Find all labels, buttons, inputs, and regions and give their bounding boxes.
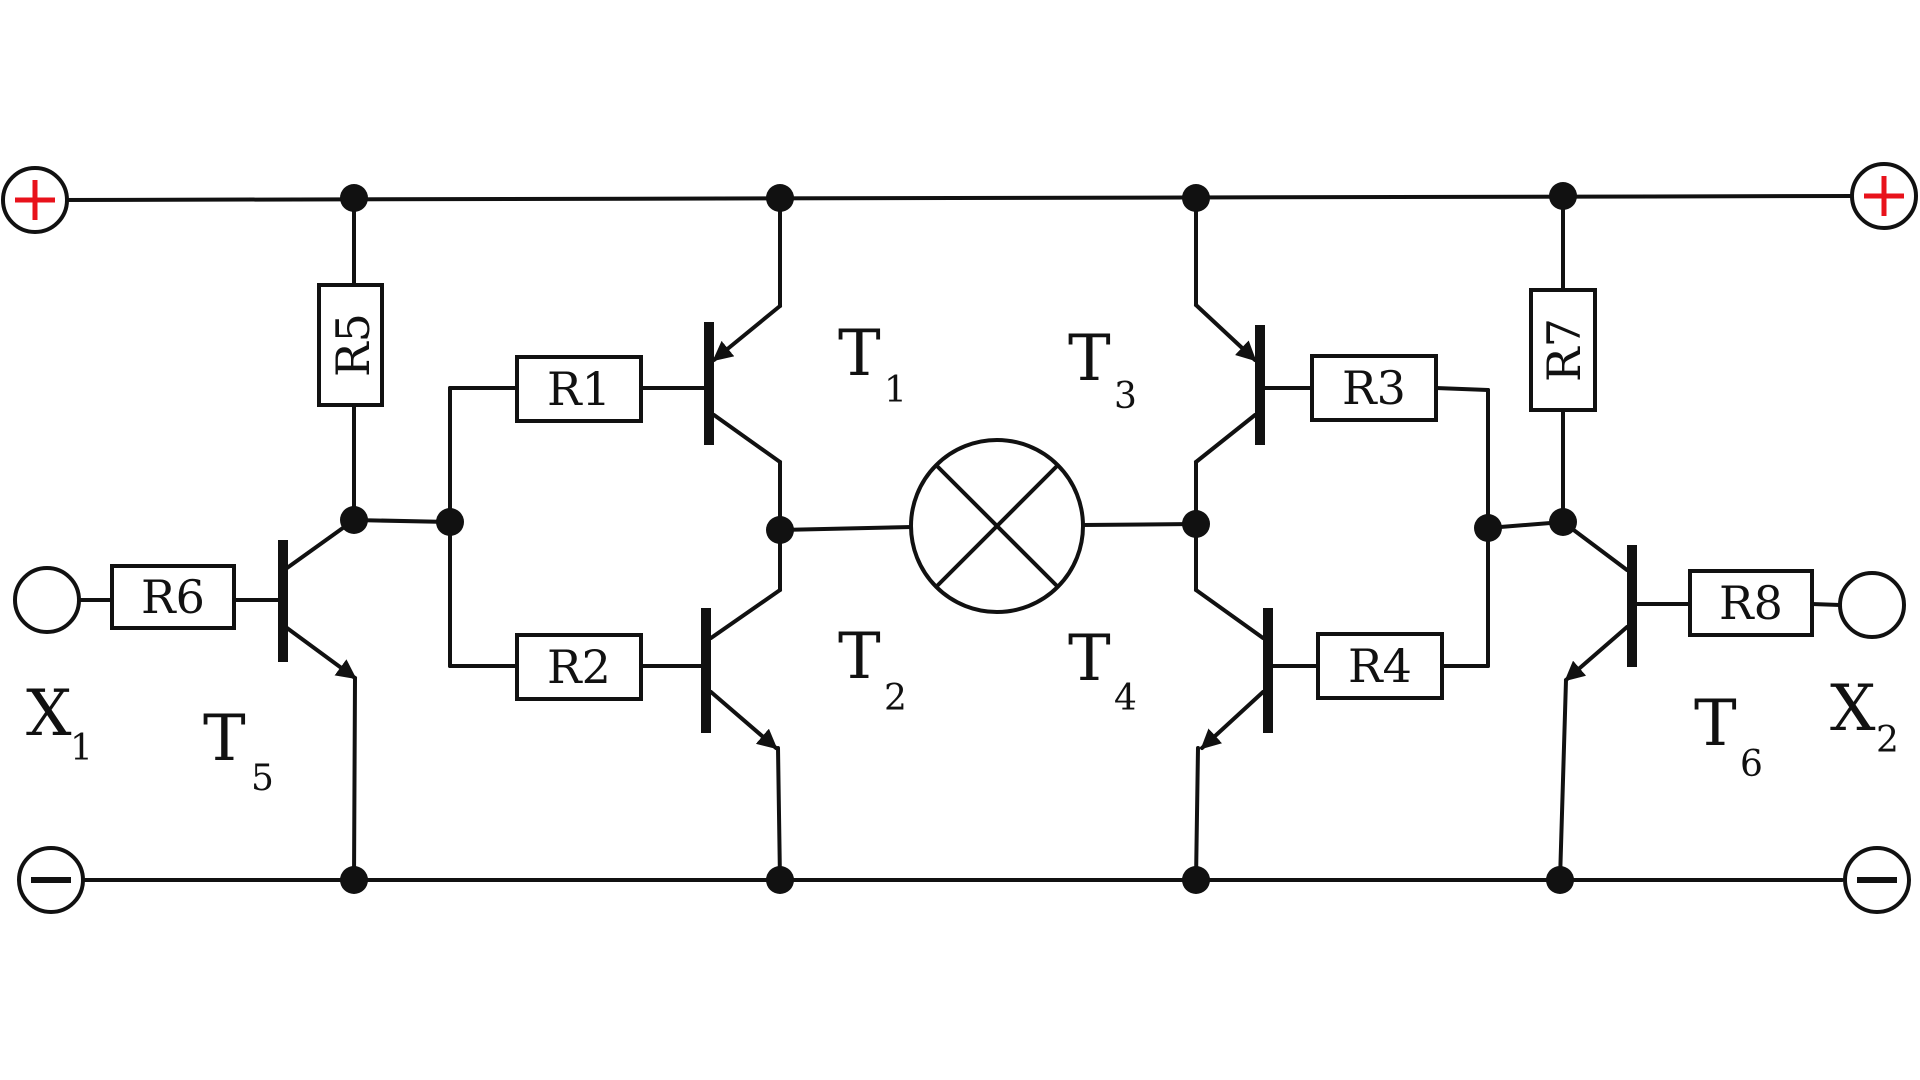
t6-emitter — [1564, 625, 1629, 682]
resistor-r2-label: R2 — [547, 640, 611, 694]
t2-emitter-wire — [776, 746, 782, 882]
resistor-r8 — [1688, 569, 1814, 637]
plus-terminal-left-icon — [1, 166, 69, 234]
t4-label: T — [1068, 622, 1111, 696]
lamp-icon — [909, 438, 1085, 614]
resistor-r7 — [1529, 288, 1597, 412]
x1-label-index: 1 — [70, 728, 93, 769]
input-terminal-x1 — [13, 566, 81, 634]
resistor-r2 — [515, 633, 643, 701]
t2-collector — [709, 588, 782, 640]
t5-label: T — [203, 702, 246, 776]
lamp-right-wire — [1081, 522, 1198, 527]
t2-emitter — [709, 690, 778, 750]
resistor-r6-label: R6 — [141, 570, 205, 624]
lamp-left-wire — [778, 525, 914, 532]
t3-collector — [1194, 413, 1257, 464]
resistor-r1 — [515, 355, 643, 423]
t5-label-index: 5 — [251, 758, 274, 799]
x1-label: X — [26, 677, 72, 751]
input-terminal-x2 — [1838, 571, 1906, 639]
resistor-r4-label: R4 — [1348, 639, 1412, 693]
t6-label: T — [1694, 687, 1737, 761]
junction-nodes — [340, 182, 1577, 894]
t1-label: T — [838, 317, 881, 391]
t2-label-index: 2 — [884, 678, 907, 719]
t5-emitter-wire — [352, 676, 357, 882]
minus-terminal-left-icon — [17, 846, 85, 914]
resistor-r1-label: R1 — [547, 362, 611, 416]
t4-collector — [1194, 588, 1265, 640]
resistor-r5 — [317, 283, 384, 407]
t2-label: T — [838, 620, 881, 694]
t3-emitter — [1194, 303, 1257, 362]
r3-right-wire — [1434, 386, 1490, 392]
x2-wire — [1810, 602, 1842, 607]
resistor-r6 — [110, 564, 236, 630]
positive-rail — [56, 194, 1857, 202]
t6-emitter-wire — [1558, 678, 1568, 882]
t4-emitter — [1200, 690, 1265, 750]
minus-terminal-right-icon — [1843, 846, 1911, 914]
t4-label-index: 4 — [1114, 678, 1137, 719]
resistor-r8-label: R8 — [1719, 576, 1783, 630]
t5-collector-to-node — [352, 518, 452, 524]
t6-label-index: 6 — [1740, 744, 1763, 785]
resistor-r7-label: R7 — [1537, 318, 1591, 382]
t1-label-index: 1 — [884, 370, 907, 411]
t1-emitter — [712, 304, 782, 362]
t3-label-index: 3 — [1114, 376, 1137, 417]
t3-label: T — [1068, 322, 1111, 396]
t5-emitter — [285, 626, 357, 680]
resistor-r5-label: R5 — [326, 313, 380, 377]
x2-label: X — [1830, 672, 1876, 746]
x2-label-index: 2 — [1876, 720, 1899, 761]
t1-collector — [712, 413, 782, 464]
plus-terminal-right-icon — [1850, 162, 1918, 230]
t4-emitter-wire — [1194, 746, 1200, 882]
resistor-r3-label: R3 — [1342, 361, 1406, 415]
